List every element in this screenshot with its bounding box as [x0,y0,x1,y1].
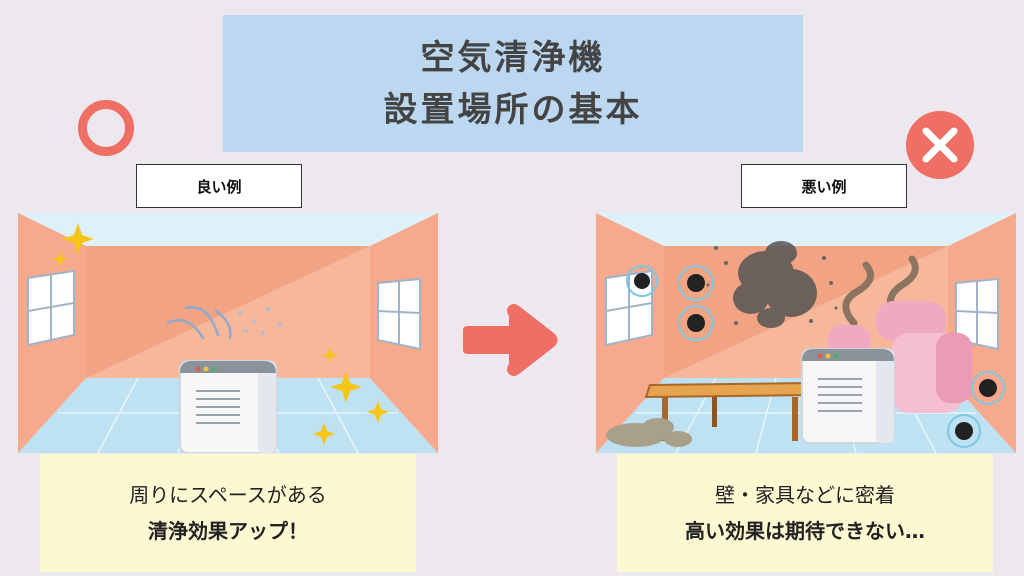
good-caption-line-2: 清浄効果アップ！ [148,519,308,543]
bad-caption-line-2: 高い効果は期待できない… [685,519,925,543]
circle-icon [78,100,134,156]
arrow-right-icon [463,302,559,382]
title-banner: 空気清浄機 設置場所の基本 [223,15,803,152]
bad-caption-line-1: 壁・家具などに密着 [715,483,895,507]
good-caption: 周りにスペースがある 清浄効果アップ！ [40,454,416,572]
dust-cloud [733,241,817,328]
good-room-illustration [18,213,438,454]
bad-room-illustration [596,213,1016,454]
dust-bubble-icons [626,265,1005,448]
window-left [27,269,75,347]
air-purifier-good [179,360,277,454]
title-line-2: 設置場所の基本 [383,89,643,130]
title-line-1: 空気清浄機 [420,37,606,78]
bad-caption: 壁・家具などに密着 高い効果は期待できない… [617,454,993,572]
good-caption-line-1: 周りにスペースがある [129,483,327,507]
cross-icon [906,111,974,179]
air-purifier-bad [801,348,895,444]
bad-example-label: 悪い例 [741,164,907,208]
good-example-label: 良い例 [136,164,302,208]
sofa [828,301,972,413]
